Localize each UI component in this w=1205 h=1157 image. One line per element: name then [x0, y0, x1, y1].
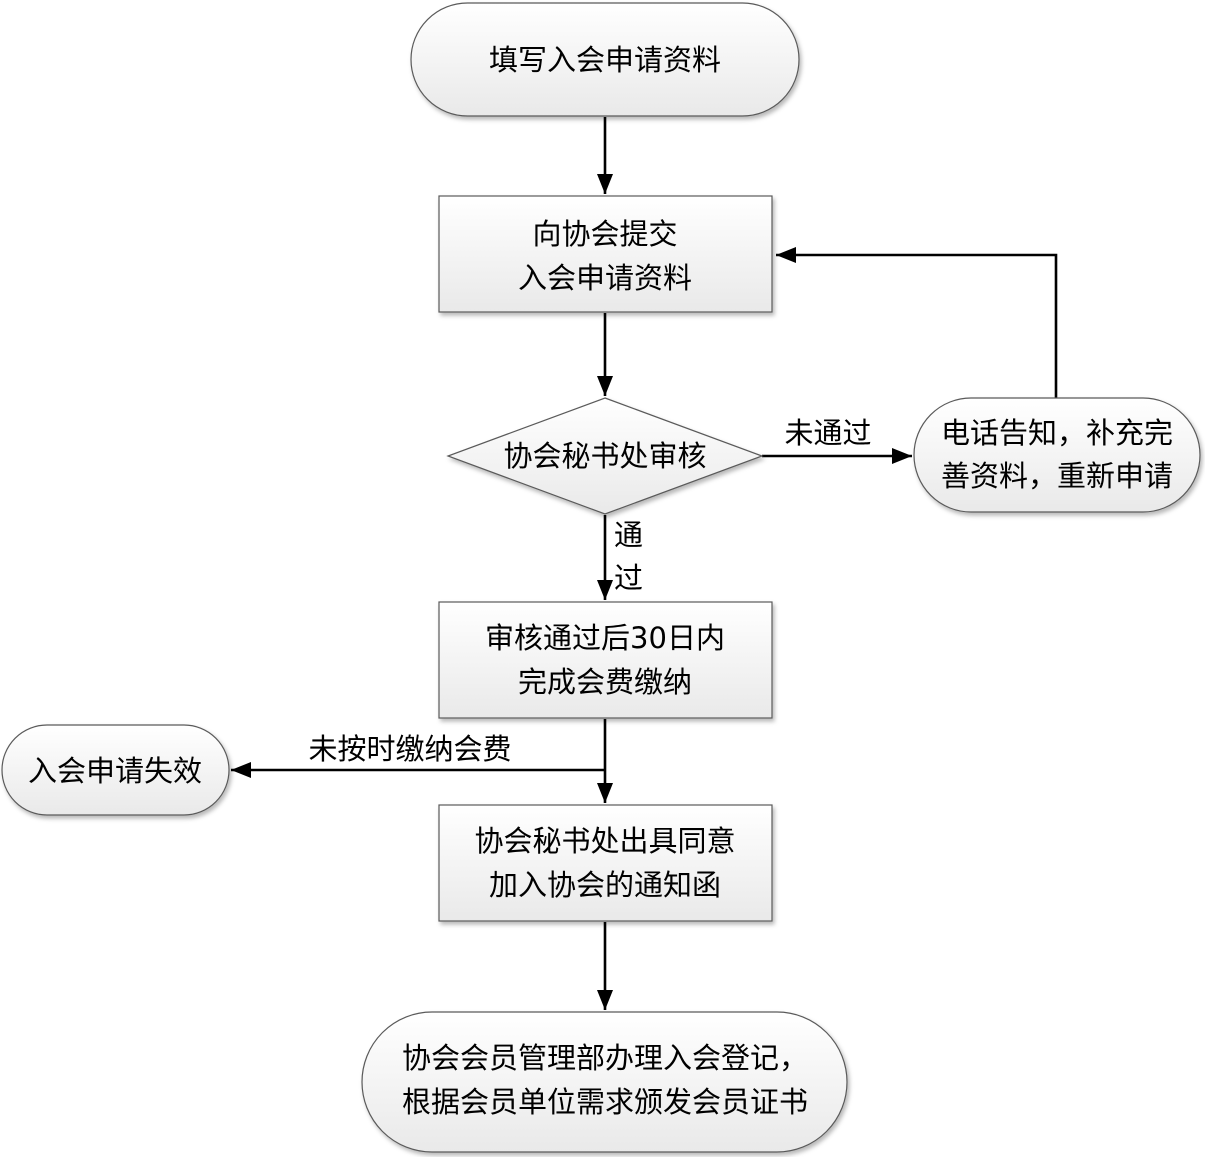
edge-review-fail: 未通过	[762, 416, 912, 464]
node-notice-line-2: 加入协会的通知函	[489, 868, 721, 902]
node-review: 协会秘书处审核	[446, 397, 764, 515]
edge-label-fail: 未通过	[784, 416, 871, 450]
node-fill-form-text: 填写入会申请资料	[489, 43, 721, 77]
node-notify-line-2: 善资料，重新申请	[941, 459, 1173, 493]
node-register: 协会会员管理部办理入会登记， 根据会员单位需求颁发会员证书	[361, 1011, 848, 1153]
node-fill-form: 填写入会申请资料	[410, 2, 800, 117]
edge-notify-to-submit	[776, 247, 1058, 398]
node-pay-fee-line-1: 审核通过后30日内	[485, 621, 725, 655]
edge-label-pass-1: 通	[614, 518, 643, 552]
node-submit-line-2: 入会申请资料	[518, 261, 692, 295]
node-notice: 协会秘书处出具同意 加入协会的通知函	[438, 804, 773, 922]
node-notice-line-1: 协会秘书处出具同意	[474, 824, 735, 858]
edge-label-pass-2: 过	[614, 561, 643, 595]
node-submit: 向协会提交 入会申请资料	[438, 195, 773, 313]
node-register-line-1: 协会会员管理部办理入会登记，	[402, 1041, 808, 1075]
node-pay-fee: 审核通过后30日内 完成会费缴纳	[438, 601, 773, 719]
node-review-text: 协会秘书处审核	[503, 439, 706, 473]
node-invalid: 入会申请失效	[1, 724, 230, 816]
node-notify: 电话告知，补充完 善资料，重新申请	[913, 397, 1201, 513]
edge-review-pass: 通 过	[597, 515, 643, 600]
node-notify-line-1: 电话告知，补充完	[941, 416, 1173, 450]
edge-label-timeout: 未按时缴纳会费	[308, 732, 511, 766]
node-pay-fee-line-2: 完成会费缴纳	[518, 665, 692, 699]
node-register-line-2: 根据会员单位需求颁发会员证书	[402, 1085, 808, 1119]
node-invalid-text: 入会申请失效	[28, 754, 202, 788]
node-submit-line-1: 向协会提交	[532, 217, 677, 251]
edge-pay-timeout: 未按时缴纳会费	[231, 732, 605, 778]
